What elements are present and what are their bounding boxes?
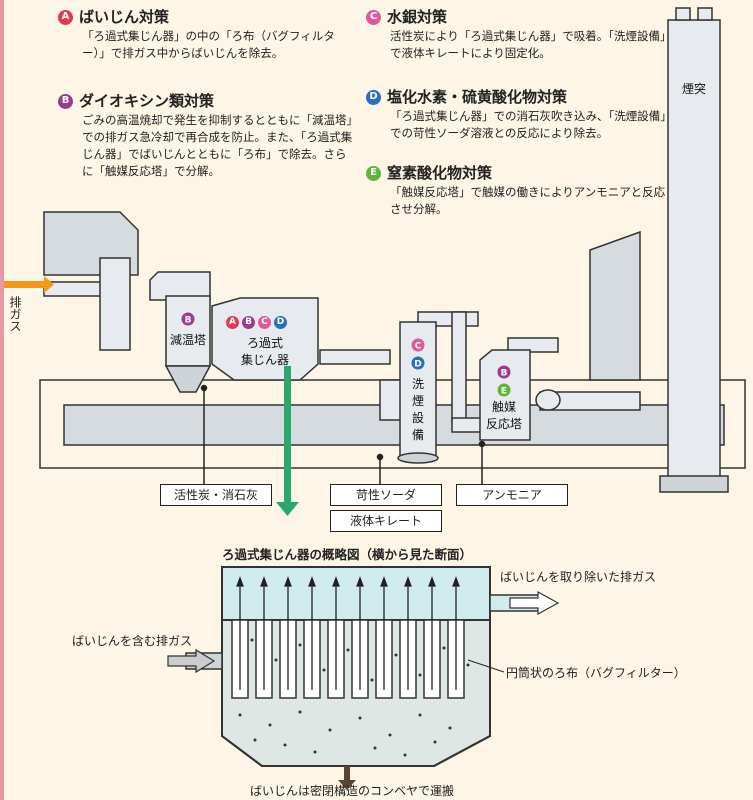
measure-e-title: 窒素酸化物対策	[387, 164, 493, 182]
filter-badges: A B C D	[226, 316, 287, 329]
outlet-arrow-icon	[509, 590, 560, 616]
dust-particles	[238, 638, 470, 757]
measure-a: A ばいじん対策 「ろ過式集じん器」の中の「ろ布（バグフィルター）」で排ガス中から…	[58, 8, 348, 62]
conveyor-arrow-icon	[338, 780, 356, 790]
measure-d-desc: 「ろ過式集じん器」での消石灰吹き込み、「洗煙設備」での苛性ソーダ溶液との反応によ…	[390, 109, 666, 140]
svg-text:洗: 洗	[412, 377, 424, 391]
svg-text:設: 設	[412, 410, 424, 425]
svg-text:B: B	[501, 369, 508, 379]
svg-text:触媒: 触媒	[492, 400, 516, 414]
filter-section	[167, 566, 560, 790]
svg-text:B: B	[185, 316, 192, 326]
input-liquid-chelate: 液体キレート	[330, 510, 442, 532]
ducts	[43, 257, 641, 433]
section-arrow-icon	[284, 366, 291, 502]
badge-e-icon: E	[366, 165, 381, 181]
badge-b-icon: B	[58, 93, 73, 109]
measure-c-title: 水銀対策	[387, 8, 448, 26]
cooling-tower-label: 減温塔	[170, 332, 206, 347]
input-activated-carbon: 活性炭・消石灰	[160, 484, 272, 506]
page-edge	[0, 0, 4, 800]
measure-b-desc: ごみの高温焼却で発生を抑制するとともに「減温塔」での排ガス急冷却で再合成を防止。…	[82, 113, 353, 178]
svg-text:D: D	[414, 360, 421, 370]
filter-label: ろ過式	[247, 336, 283, 350]
measure-e: E 窒素酸化物対策 「触媒反応塔」で触媒の働きによりアンモニアと反応させ分解。	[366, 164, 666, 218]
filter-badge-b-icon: B	[242, 316, 255, 329]
filter-label-2: 集じん器	[241, 352, 289, 367]
filter-badge-c-icon: C	[258, 316, 271, 329]
exhaust-arrow-icon	[4, 281, 44, 288]
outlet-label: ばいじんを取り除いた排ガス	[500, 570, 657, 584]
inlet-arrow-icon	[167, 648, 216, 674]
badge-c-icon: C	[366, 9, 381, 25]
chimney: 煙突	[659, 7, 729, 493]
filter-badge-d-icon: D	[274, 316, 287, 329]
input-ammonia: アンモニア	[456, 484, 568, 506]
chimney-label: 煙突	[682, 81, 706, 96]
badge-a-icon: A	[58, 9, 73, 25]
svg-text:反応塔: 反応塔	[486, 417, 522, 431]
bag-filter-label: 円筒状のろ布（バグフィルター）	[506, 666, 686, 680]
measure-e-desc: 「触媒反応塔」で触媒の働きによりアンモニアと反応させ分解。	[390, 185, 666, 216]
measure-a-title: ばいじん対策	[79, 8, 170, 26]
svg-text:煙: 煙	[412, 394, 424, 408]
flow-arrows	[236, 576, 460, 690]
cooling-tower: B 減温塔	[164, 295, 212, 393]
measure-a-desc: 「ろ過式集じん器」の中の「ろ布（バグフィルター）」で排ガス中からばいじんを除去。	[82, 29, 335, 60]
scrubber: C D 洗 煙 設 備	[397, 321, 439, 464]
plant-frame	[39, 211, 746, 469]
section-title: ろ過式集じん器の概略図（横から見た断面）	[222, 547, 473, 562]
input-caustic-soda: 苛性ソーダ	[330, 484, 442, 506]
measure-b: B ダイオキシン類対策 ごみの高温焼却で発生を抑制するとともに「減温塔」での排ガス…	[58, 92, 356, 180]
measure-d-title: 塩化水素・硫黄酸化物対策	[387, 88, 568, 106]
svg-text:備: 備	[412, 427, 424, 442]
measure-c-desc: 活性炭により「ろ過式集じん器」で吸着。「洗煙設備」で液体キレートにより固定化。	[390, 29, 666, 60]
filter-badge-a-icon: A	[226, 316, 239, 329]
svg-text:C: C	[415, 342, 422, 352]
exhaust-label: 排ガス	[8, 296, 22, 332]
measure-c: C 水銀対策 活性炭により「ろ過式集じん器」で吸着。「洗煙設備」で液体キレートによ…	[366, 8, 666, 62]
inlet-label: ばいじんを含む排ガス	[72, 634, 193, 648]
measure-b-title: ダイオキシン類対策	[79, 92, 215, 110]
catalyst-tower: B E 触媒 反応塔	[479, 349, 531, 441]
conveyor-label: ばいじんは密閉構造のコンベヤで運搬	[250, 784, 455, 798]
fan-icon	[535, 389, 561, 411]
svg-text:E: E	[501, 387, 507, 397]
measure-d: D 塩化水素・硫黄酸化物対策 「ろ過式集じん器」での消石灰吹き込み、「洗煙設備」で…	[366, 88, 666, 142]
badge-d-icon: D	[366, 89, 381, 105]
filter-housing: ろ過式 集じん器	[211, 297, 319, 381]
